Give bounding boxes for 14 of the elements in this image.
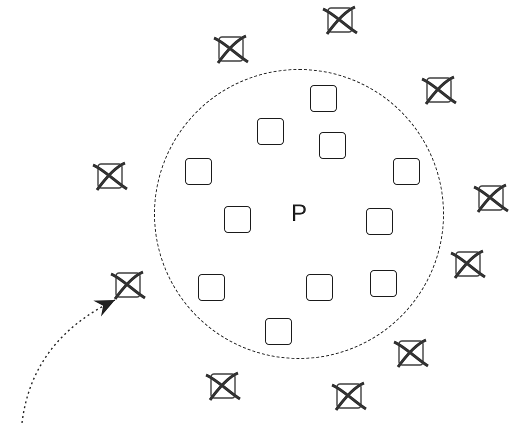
dotted-arrow: [21, 299, 116, 423]
square: [224, 206, 250, 232]
square: [264, 318, 292, 344]
square: [198, 274, 224, 300]
square: [318, 132, 346, 158]
square: [392, 158, 420, 184]
square: [184, 158, 212, 184]
square: [370, 270, 396, 296]
circle-label: P: [291, 200, 307, 228]
square: [366, 208, 392, 234]
square: [256, 118, 284, 144]
square: [306, 274, 332, 300]
square: [310, 84, 336, 112]
dashed-circle: [154, 69, 444, 359]
